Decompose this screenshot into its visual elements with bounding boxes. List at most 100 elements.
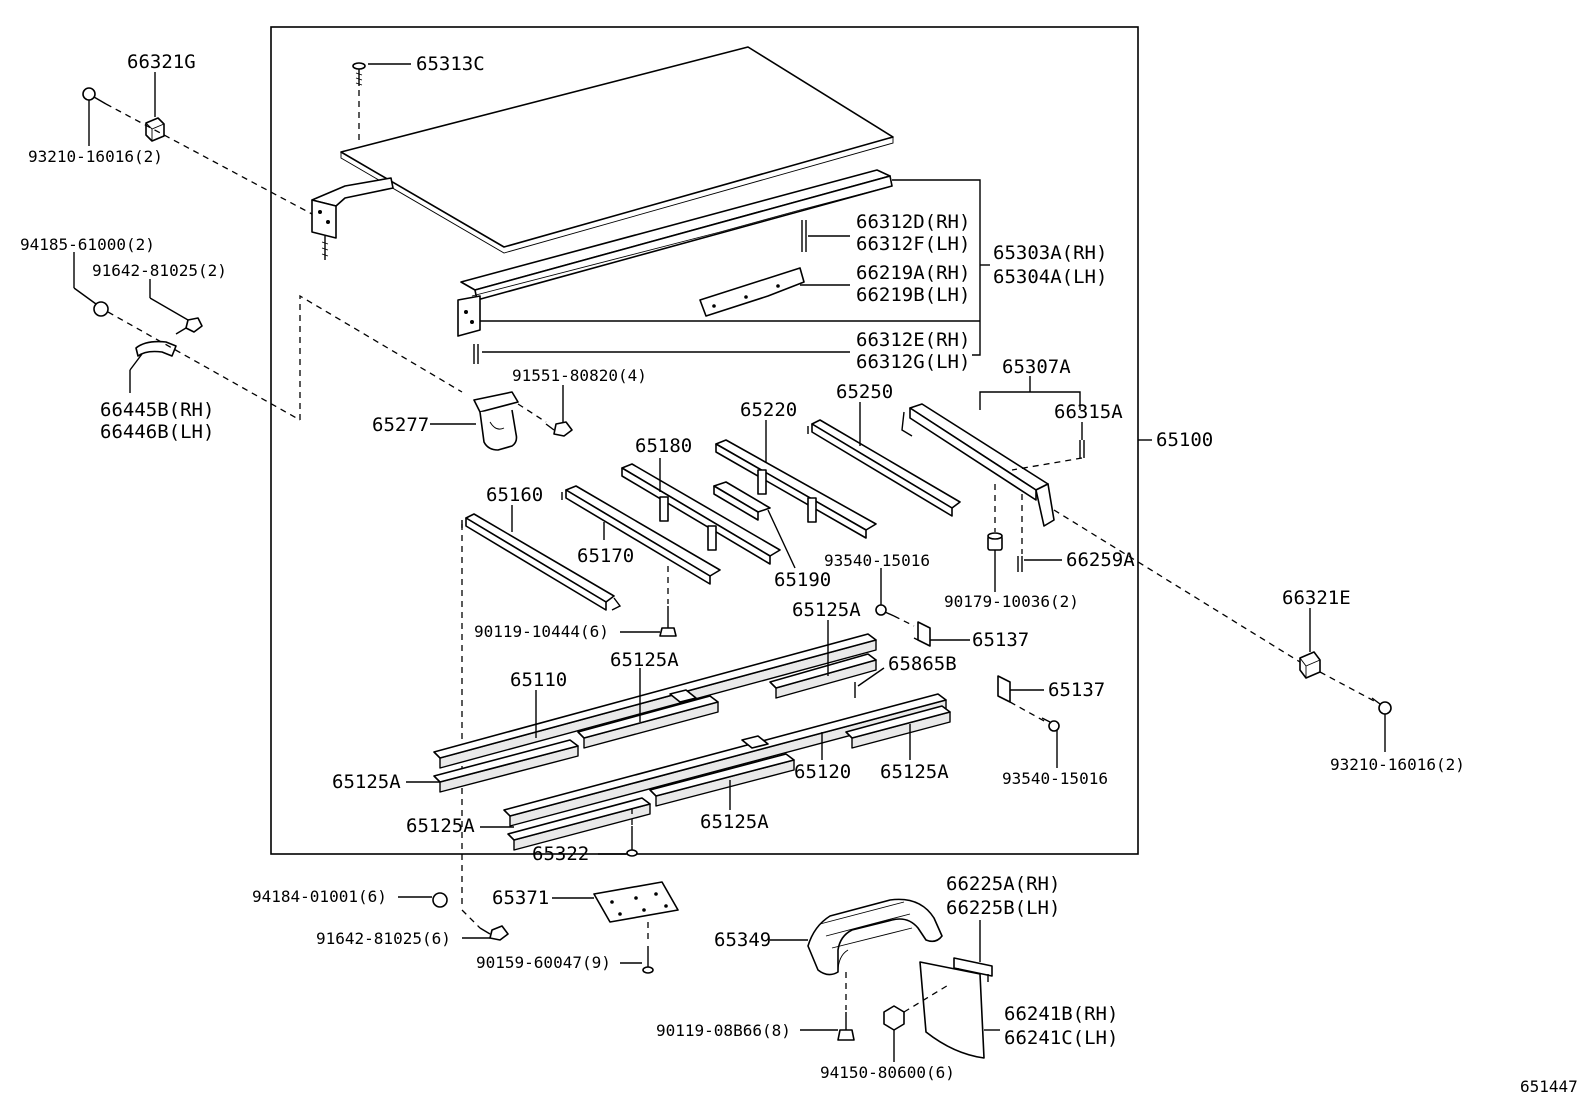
label-66315A: 66315A: [1054, 401, 1123, 423]
spacer-65125A-1-part: [769, 653, 877, 699]
label-65125A-4: 65125A: [880, 761, 949, 783]
spacer-65125A-6-part: [507, 797, 651, 851]
label-66219A: 66219A(RH): [856, 262, 970, 284]
label-65349: 65349: [714, 929, 771, 951]
sill-65110-part: [433, 633, 877, 769]
screw-90159-part: [642, 946, 654, 974]
label-93540-b: 93540-15016: [1002, 769, 1108, 788]
plate-65371-part: [593, 881, 679, 923]
block-66321E-part: [1299, 651, 1321, 679]
label-65220: 65220: [740, 399, 797, 421]
spacer-65125A-4-part: [845, 705, 951, 749]
dash-94185: [107, 311, 301, 421]
side-rail-part: [457, 169, 893, 337]
label-65865B: 65865B: [888, 653, 957, 675]
dash-bracket-route: [299, 294, 463, 420]
dash-91551: [517, 403, 547, 423]
label-65160: 65160: [486, 484, 543, 506]
bolt-93540-a-part: [875, 604, 895, 617]
spacer-65125A-3-part: [433, 739, 579, 793]
label-65125A-1: 65125A: [792, 599, 861, 621]
dash-right-block: [1053, 509, 1301, 663]
label-65180: 65180: [635, 435, 692, 457]
nut-94184-part: [432, 892, 448, 908]
leader-66445B: [129, 353, 143, 371]
clip-65110-part: [669, 689, 697, 703]
label-93210-left: 93210-16016(2): [28, 147, 163, 166]
label-65277: 65277: [372, 414, 429, 436]
deck-panel-part: [340, 46, 894, 254]
label-66312G: 66312G(LH): [856, 351, 970, 373]
pin-66312E-part: [473, 344, 479, 364]
screw-65322-part: [626, 826, 638, 857]
label-93540-a: 93540-15016: [824, 551, 930, 570]
nut-94150-part: [883, 1005, 905, 1031]
pin-66259A-part: [1017, 556, 1023, 572]
leader-65190: [767, 509, 796, 569]
dash-93540-b: [1009, 701, 1047, 723]
label-65137-a: 65137: [972, 629, 1029, 651]
label-66241C: 66241C(LH): [1004, 1027, 1118, 1049]
bolt-93210-right-part: [1371, 697, 1392, 715]
label-65371: 65371: [492, 887, 549, 909]
cushion-90179-part: [987, 532, 1003, 551]
label-94185: 94185-61000(2): [20, 235, 155, 254]
bolt-91642-top-part: [175, 317, 203, 335]
label-65125A-2: 65125A: [610, 649, 679, 671]
label-65322: 65322: [532, 843, 589, 865]
label-65137-b: 65137: [1048, 679, 1105, 701]
crossmember-65190-part: [713, 481, 771, 521]
label-65303A: 65303A(RH): [993, 242, 1107, 264]
bracket-65277-part: [473, 391, 519, 451]
label-66321G: 66321G: [127, 51, 196, 73]
label-91642-top: 91642-81025(2): [92, 261, 227, 280]
label-65307A: 65307A: [1002, 356, 1071, 378]
leader-91642-top: [149, 297, 189, 321]
pin-66315A-part: [1079, 440, 1085, 458]
pin-66312D-part: [801, 220, 807, 252]
fender-65349-part: [807, 898, 943, 976]
label-94184: 94184-01001(6): [252, 887, 387, 906]
label-66241B: 66241B(RH): [1004, 1003, 1118, 1025]
bracket-65303A: [892, 179, 981, 356]
crossmember-65160-part: [461, 513, 622, 611]
sill-65120-part: [503, 693, 947, 827]
label-94150: 94150-80600(6): [820, 1063, 955, 1082]
label-66259A: 66259A: [1066, 549, 1135, 571]
label-66219B: 66219B(LH): [856, 284, 970, 306]
crossmember-65170-part: [561, 485, 721, 585]
label-66312D: 66312D(RH): [856, 211, 970, 233]
dash-93210-right: [1319, 671, 1377, 703]
clip-65120-part: [741, 735, 769, 749]
label-93210-right: 93210-16016(2): [1330, 755, 1465, 774]
dash-91642-bottom: [461, 909, 481, 929]
label-65125A-3: 65125A: [332, 771, 401, 793]
spacer-65125A-2-part: [577, 695, 719, 749]
left-end-bracket-part: [311, 177, 394, 260]
label-66225B: 66225B(LH): [946, 897, 1060, 919]
bolt-93210-left-part: [82, 87, 107, 105]
bracket-66445B-part: [135, 340, 177, 357]
dash-94150: [903, 983, 951, 1013]
label-65100: 65100: [1156, 429, 1213, 451]
dash-93540-a: [893, 615, 915, 627]
label-90119-b: 90119-08B66(8): [656, 1021, 791, 1040]
diagram-id: 651447: [1520, 1077, 1578, 1096]
label-65125A-6: 65125A: [406, 815, 475, 837]
crossmember-65250-part: [807, 419, 961, 517]
dash-left-bolt: [105, 103, 313, 215]
label-65110: 65110: [510, 669, 567, 691]
label-66225A: 66225A(RH): [946, 873, 1060, 895]
dash-66315A: [1011, 457, 1083, 471]
rear-member-65307A-part: [901, 403, 1055, 527]
reinforcement-66219A-part: [699, 267, 805, 317]
spacer-65125A-5-part: [649, 753, 795, 807]
nut-94185-part: [93, 301, 109, 317]
label-65313C: 65313C: [416, 53, 485, 75]
crossmember-65180-part: [621, 463, 781, 565]
label-90159: 90159-60047(9): [476, 953, 611, 972]
label-91642-bottom: 91642-81025(6): [316, 929, 451, 948]
label-90119-a: 90119-10444(6): [474, 622, 609, 641]
crossmember-65220-part: [715, 439, 877, 539]
